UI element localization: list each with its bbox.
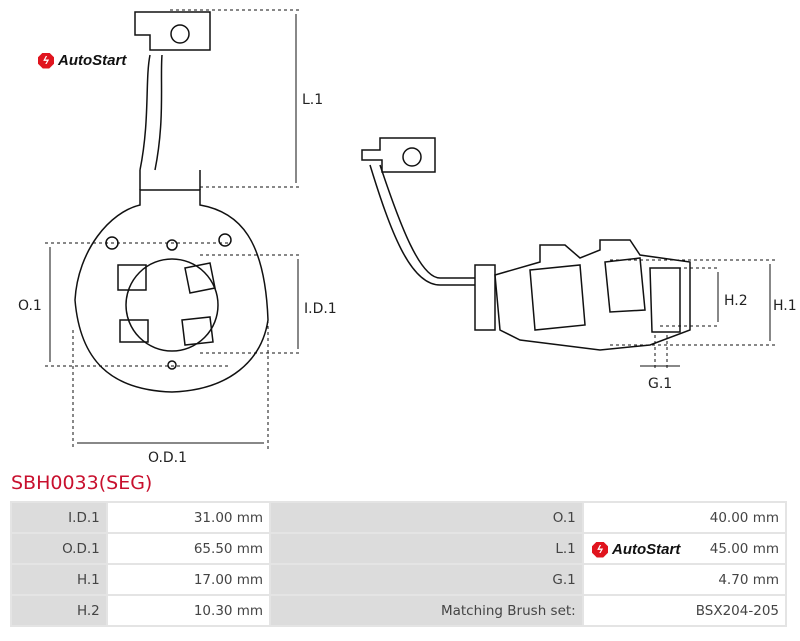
- spec-label: H.2: [12, 596, 106, 625]
- spec-value: BSX204-205: [583, 596, 785, 625]
- spec-value: 65.50 mm: [107, 534, 270, 563]
- label-h1: H.1: [773, 298, 797, 314]
- label-h2: H.2: [724, 293, 748, 309]
- table-row: H.2 10.30 mm Matching Brush set: BSX204-…: [12, 596, 785, 625]
- spec-value: 45.00 mm: [583, 534, 785, 563]
- spec-label: H.1: [12, 565, 106, 594]
- spec-label: O.1: [271, 503, 582, 532]
- table-row: H.1 17.00 mm G.1 4.70 mm: [12, 565, 785, 594]
- label-od1: O.D.1: [148, 450, 187, 466]
- table-row: O.D.1 65.50 mm L.1 45.00 mm: [12, 534, 785, 563]
- table-row: I.D.1 31.00 mm O.1 40.00 mm: [12, 503, 785, 532]
- autostart-logo-text: AutoStart: [58, 52, 127, 69]
- label-o1: O.1: [18, 298, 42, 314]
- label-id1: I.D.1: [304, 301, 337, 317]
- spec-label: Matching Brush set:: [271, 596, 582, 625]
- spec-value: 40.00 mm: [583, 503, 785, 532]
- spec-value: 4.70 mm: [583, 565, 785, 594]
- product-title: SBH0033(SEG): [11, 472, 153, 494]
- spec-label: I.D.1: [12, 503, 106, 532]
- brush-holder-front-view: [74, 11, 269, 393]
- label-g1: G.1: [648, 376, 672, 392]
- label-l1: L.1: [302, 92, 323, 108]
- spec-label: L.1: [271, 534, 582, 563]
- dimension-arrows: [49, 14, 771, 444]
- spec-value: 31.00 mm: [107, 503, 270, 532]
- technical-drawing: L.1 O.1 I.D.1 O.D.1 H.1 H.2 G.1: [18, 9, 797, 466]
- spec-label: G.1: [271, 565, 582, 594]
- spec-label: O.D.1: [12, 534, 106, 563]
- spec-value: 17.00 mm: [107, 565, 270, 594]
- spec-value: 10.30 mm: [107, 596, 270, 625]
- dimension-lines: [45, 9, 776, 450]
- autostart-logo-icon: ϟ: [38, 52, 54, 69]
- autostart-watermark-text: AutoStart: [612, 541, 681, 558]
- spec-table: I.D.1 31.00 mm O.1 40.00 mm O.D.1 65.50 …: [10, 501, 787, 627]
- autostart-logo-icon: ϟ: [592, 541, 608, 558]
- brush-holder-side-view: [361, 137, 691, 351]
